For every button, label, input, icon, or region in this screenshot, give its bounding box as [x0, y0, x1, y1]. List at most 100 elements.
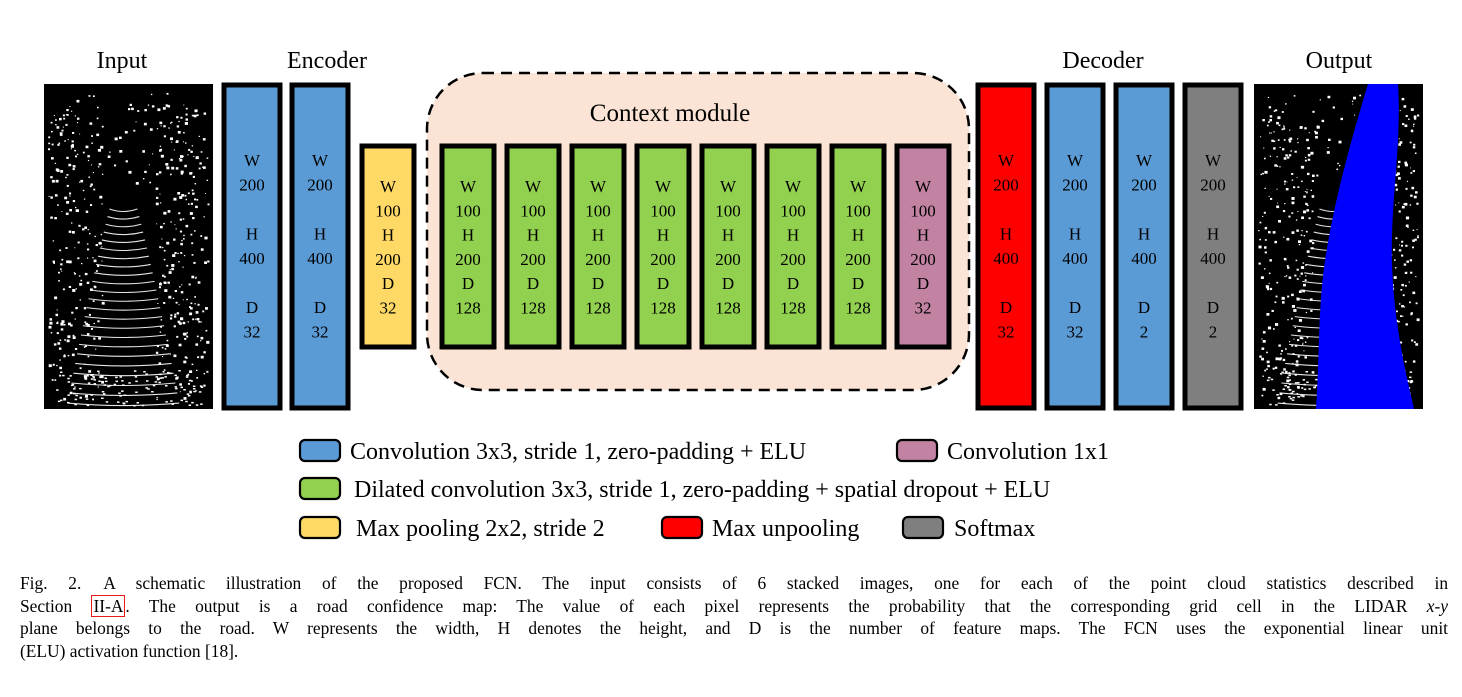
input-image-point	[170, 221, 172, 223]
input-image-point	[174, 290, 177, 293]
input-image-point	[69, 106, 71, 108]
input-image-point	[189, 370, 193, 373]
input-image-point	[48, 325, 52, 329]
input-image-point	[185, 198, 187, 201]
input-image-point	[164, 276, 166, 278]
input-image-point	[92, 375, 95, 378]
input-image-point	[97, 265, 100, 267]
caption-text-2a: Section	[20, 595, 73, 616]
legend-unpool: Max unpooling	[660, 515, 859, 542]
input-image-point	[195, 156, 199, 160]
input-image-point	[79, 299, 81, 301]
output-image-point	[1275, 295, 1278, 298]
output-image-point	[1401, 305, 1404, 308]
output-image-point	[1412, 125, 1415, 127]
input-image-point	[194, 303, 196, 305]
input-image-point	[177, 252, 179, 255]
output-image-point	[1264, 246, 1267, 249]
input-image-scan-arc	[69, 392, 178, 396]
output-image-point	[1267, 326, 1272, 330]
input-image-point	[92, 95, 95, 98]
input-image-point	[173, 149, 175, 151]
input-image-point	[180, 170, 184, 174]
input-image-point	[184, 122, 188, 125]
encoder-conv-2-dim-0: W	[312, 151, 329, 170]
output-image-point	[1297, 142, 1299, 144]
input-image-point	[189, 172, 193, 175]
input-image-point	[159, 149, 162, 152]
output-image-point	[1303, 210, 1307, 214]
input-image-point	[84, 394, 88, 398]
input-image-point	[163, 135, 166, 138]
legend-dilated: Dilated convolution 3x3, stride 1, zero-…	[298, 476, 1050, 503]
output-image-point	[1296, 278, 1299, 280]
input-image-point	[187, 203, 190, 205]
input-image-point	[61, 211, 63, 213]
input-image-point	[177, 131, 181, 134]
section-reference-link[interactable]: II-A	[91, 594, 126, 617]
output-image-point	[1291, 399, 1295, 401]
output-image-point	[1275, 109, 1278, 112]
input-image-point	[55, 179, 59, 183]
input-image-point	[152, 384, 156, 387]
output-image-point	[1401, 205, 1405, 209]
input-image-point	[206, 370, 209, 373]
input-image-point	[160, 319, 163, 321]
output-image-point	[1353, 96, 1356, 100]
output-image-point	[1304, 127, 1307, 130]
output-image-point	[1272, 367, 1275, 370]
output-image-point	[1401, 244, 1403, 247]
input-image-point	[200, 248, 204, 251]
output-image-point	[1305, 230, 1308, 233]
input-image-point	[66, 174, 69, 176]
input-image-point	[56, 169, 60, 172]
input-image-point	[186, 335, 189, 338]
input-image-point	[168, 295, 172, 299]
output-image-point	[1405, 216, 1410, 220]
output-image-point	[1398, 249, 1402, 252]
input-image-point	[174, 374, 177, 377]
output-image-point	[1308, 217, 1311, 220]
output-image-point	[1299, 126, 1303, 129]
output-image-point	[1354, 114, 1356, 116]
input-image-point	[88, 176, 90, 178]
output-image-point	[1311, 210, 1314, 213]
input-image-point	[62, 374, 65, 377]
input-image-point	[64, 196, 68, 200]
output-image-point	[1405, 244, 1408, 247]
encoder-maxpool-dim-1: 100	[375, 201, 401, 220]
input-image-point	[74, 149, 76, 152]
output-image-point	[1262, 215, 1264, 217]
output-image-point	[1262, 387, 1266, 391]
context-dilated-5-block	[699, 143, 757, 350]
legend-softmax-swatch	[901, 515, 945, 540]
input-image-point	[167, 281, 170, 284]
context-dilated-5-dim-2: H	[722, 226, 734, 245]
input-image-point	[86, 323, 90, 327]
output-image-point	[1414, 152, 1417, 154]
input-image-point	[58, 280, 60, 282]
input-image-point	[93, 379, 96, 381]
context-dilated-5-dim-4: D	[722, 274, 734, 293]
output-image-point	[1412, 170, 1415, 173]
input-image-point	[180, 386, 183, 389]
input-image-point	[191, 380, 193, 382]
output-image-point	[1276, 121, 1279, 125]
output-image-point	[1409, 259, 1413, 262]
output-image-point	[1264, 157, 1266, 160]
output-image-point	[1297, 138, 1299, 140]
output-image-point	[1268, 272, 1271, 275]
input-image-point	[95, 348, 97, 350]
output-image-point	[1300, 272, 1303, 275]
input-image-point	[50, 216, 53, 219]
input-image-point	[169, 269, 171, 271]
input-image-point	[62, 126, 64, 128]
input-image-point	[87, 257, 89, 259]
input-image-point	[186, 374, 189, 377]
context-conv1x1-dim-1: 100	[910, 201, 936, 220]
output-image-point	[1266, 286, 1270, 289]
input-image-point	[167, 105, 171, 108]
input-image-point	[57, 400, 61, 403]
input-image-point	[200, 151, 203, 153]
legend: Convolution 3x3, stride 1, zero-padding …	[298, 438, 1109, 542]
